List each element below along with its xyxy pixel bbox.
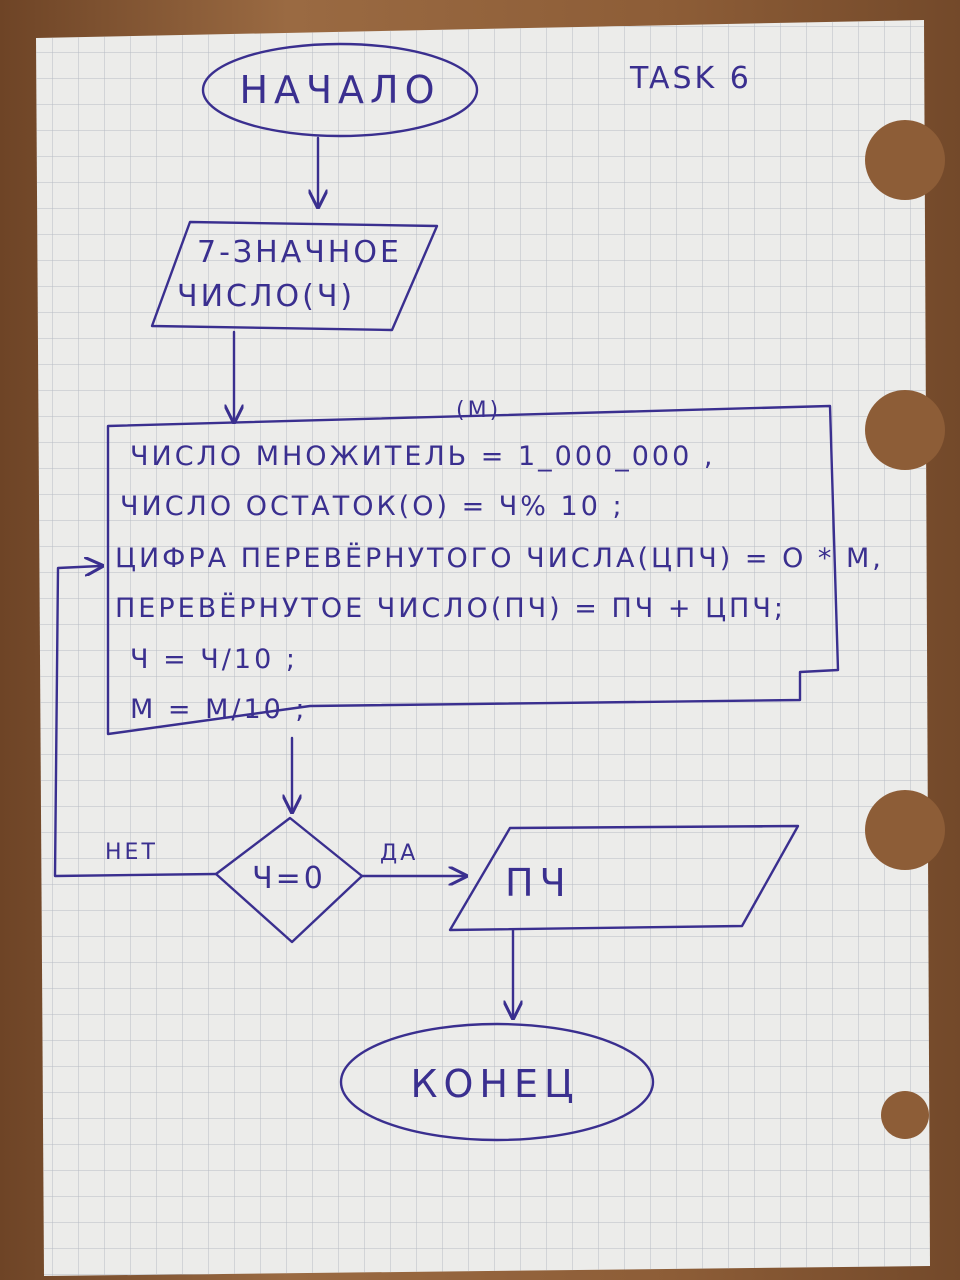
input-label-line2: ЧИСЛО(Ч) xyxy=(177,279,355,314)
task-label: TASK 6 xyxy=(629,61,752,96)
paper-sheet xyxy=(36,20,945,1276)
punch-hole xyxy=(865,390,945,470)
output-label: ПЧ xyxy=(505,861,572,905)
yes-label: ДА xyxy=(380,841,418,866)
start-label: НАЧАЛО xyxy=(239,68,440,112)
process-line-5: Ч = Ч/10 ; xyxy=(130,644,298,675)
end-terminal xyxy=(339,1022,655,1142)
input-label-line1: 7-ЗНАЧНОЕ xyxy=(197,235,402,270)
output-parallelogram xyxy=(448,824,800,932)
punch-hole xyxy=(865,790,945,870)
multiplier-note: (M) xyxy=(456,398,501,423)
input-parallelogram xyxy=(150,220,439,332)
process-line-2: ЧИСЛО ОСТАТОК(О) = Ч% 10 ; xyxy=(120,491,625,522)
decision-diamond xyxy=(214,816,364,944)
end-label: КОНЕЦ xyxy=(411,1062,580,1106)
punch-hole xyxy=(881,1091,929,1139)
decision-condition: Ч=0 xyxy=(252,861,326,896)
process-line-4: ПЕРЕВЁРНУТОЕ ЧИСЛО(ПЧ) = ПЧ + ЦПЧ; xyxy=(115,592,786,624)
start-terminal xyxy=(201,42,479,138)
process-line-6: М = М/10 ; xyxy=(130,694,308,725)
punch-hole xyxy=(865,120,945,200)
no-label: НЕТ xyxy=(105,840,158,865)
loop-back-arrow xyxy=(53,566,218,878)
process-block xyxy=(106,404,840,736)
process-line-1: ЧИСЛО МНОЖИТЕЛЬ = 1_000_000 , xyxy=(130,441,715,472)
process-line-3: ЦИФРА ПЕРЕВЁРНУТОГО ЧИСЛА(ЦПЧ) = О * М, xyxy=(115,542,884,574)
